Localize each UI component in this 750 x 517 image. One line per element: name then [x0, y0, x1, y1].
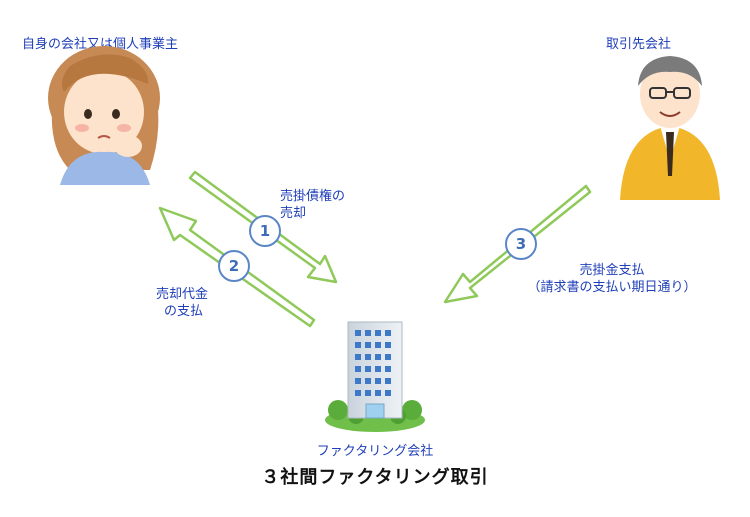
step-2-line-2: の支払	[164, 304, 204, 319]
party-label-client: 取引先会社	[606, 37, 672, 52]
step-3-label: 売掛金支払 （請求書の支払い期日通り）	[512, 262, 712, 296]
step-2-badge: 2	[218, 250, 250, 282]
step-1-line-2: 売却	[280, 206, 307, 221]
diagram-title: ３社間ファクタリング取引	[261, 467, 489, 488]
party-label-factoring: ファクタリング会社	[316, 444, 434, 459]
man-illustration	[620, 56, 720, 200]
step-2-line-1: 売却代金	[156, 287, 209, 302]
party-label-self: 自身の会社又は個人事業主	[22, 37, 179, 52]
step-3-line-2: （請求書の支払い期日通り）	[527, 280, 697, 295]
building-illustration	[325, 321, 425, 432]
step-3-badge: 3	[505, 228, 537, 260]
step-1-label: 売掛債権の 売却	[280, 188, 345, 222]
step-1-badge: 1	[249, 215, 281, 247]
step-2-label: 売却代金 の支払	[156, 286, 208, 320]
step-3-line-1: 売掛金支払	[579, 263, 645, 278]
step-1-line-1: 売掛債権の	[280, 189, 346, 204]
woman-illustration	[48, 46, 160, 185]
